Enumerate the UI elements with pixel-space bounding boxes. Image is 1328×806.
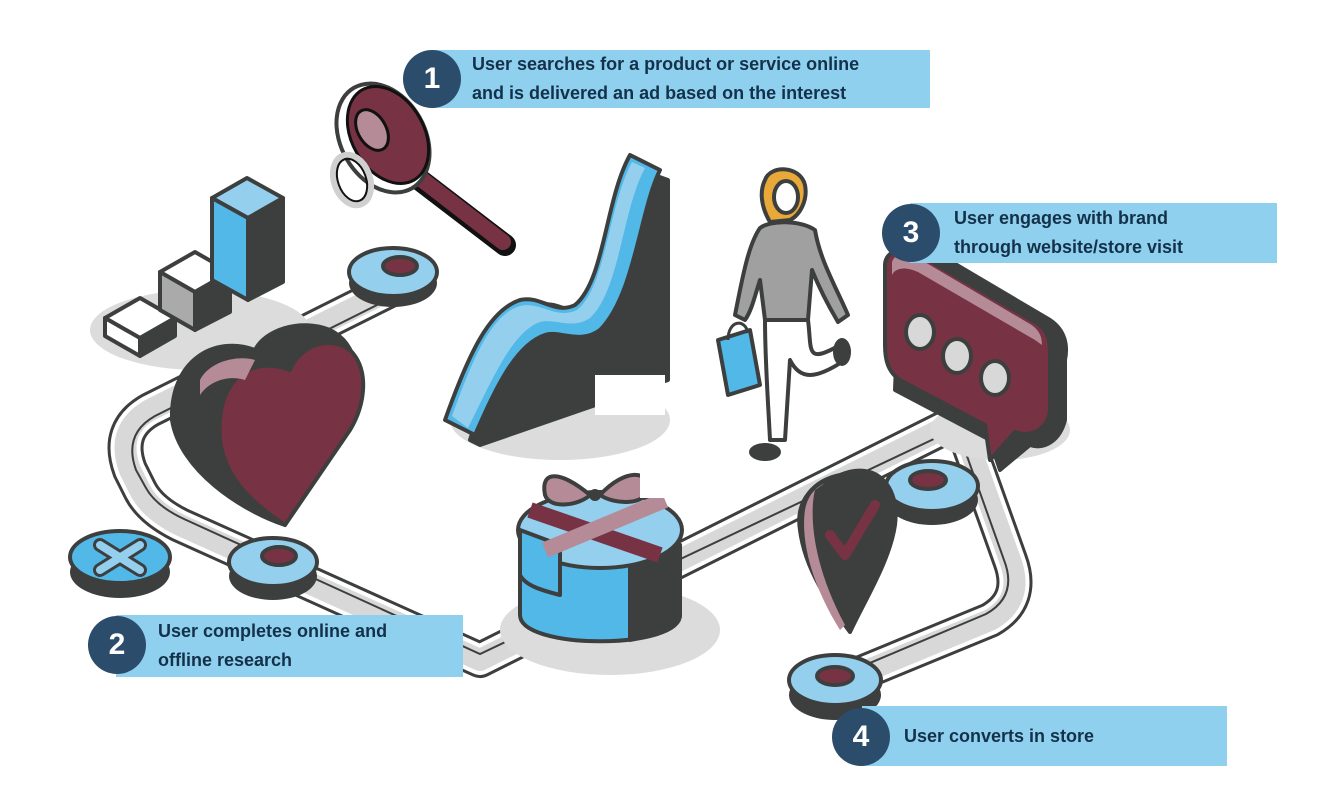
speech-bubble-icon xyxy=(883,246,1069,472)
step-1-callout: User searches for a product or service o… xyxy=(432,50,930,108)
gift-box-icon xyxy=(516,468,685,644)
step-1-text: User searches for a product or service o… xyxy=(472,50,859,108)
step-3-text: User engages with brand through website/… xyxy=(954,204,1183,262)
step-2-line-2: offline research xyxy=(158,650,293,670)
step-4-callout: User converts in store xyxy=(862,706,1227,766)
journey-path xyxy=(107,272,1033,708)
step-3-number-badge: 3 xyxy=(882,204,940,262)
magnifying-glass-icon xyxy=(329,81,516,256)
line-graph-ribbon-icon xyxy=(443,153,670,447)
path-node-ring xyxy=(227,536,319,600)
step-4-text: User converts in store xyxy=(904,722,1094,751)
step-2-callout: User completes online and offline resear… xyxy=(116,615,463,677)
step-3-callout: User engages with brand through website/… xyxy=(910,203,1277,263)
step-2-number-badge: 2 xyxy=(88,616,146,674)
path-node-ring xyxy=(884,459,980,525)
bar-chart-blocks-icon xyxy=(103,176,285,358)
step-2-text: User completes online and offline resear… xyxy=(158,617,387,675)
step-4-line-1: User converts in store xyxy=(904,725,1095,746)
woman-shopper-figure xyxy=(716,167,851,461)
location-pin-check-icon xyxy=(797,468,898,634)
path-node-ring xyxy=(347,246,439,307)
step-4-number-badge: 4 xyxy=(832,708,890,766)
close-disc-icon xyxy=(68,529,172,598)
step-1-number-badge: 1 xyxy=(403,50,461,108)
step-1-line-2: and is delivered an ad based on the inte… xyxy=(472,83,847,103)
heart-icon xyxy=(169,323,366,527)
step-2-line-1: User completes online and xyxy=(158,621,388,641)
step-3-line-1: User engages with brand xyxy=(954,208,1169,228)
path-node-ring xyxy=(787,653,883,720)
step-3-line-2: through website/store visit xyxy=(954,237,1184,257)
step-1-line-1: User searches for a product or service o… xyxy=(472,54,860,74)
